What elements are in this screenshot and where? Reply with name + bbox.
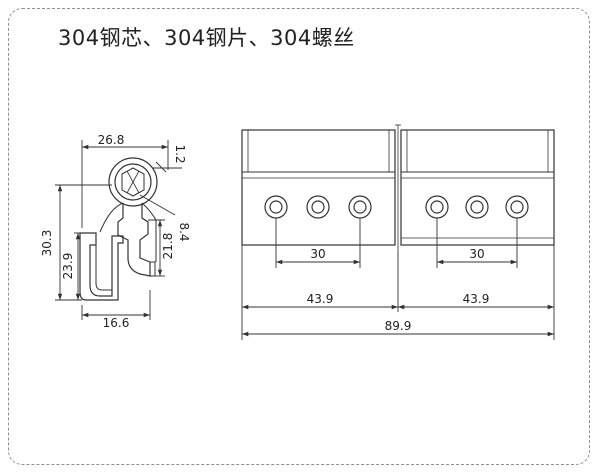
- dim-width-base: 16.6: [103, 316, 130, 330]
- dim-height-inner: 21.8: [161, 233, 175, 260]
- dim-width-top: 26.8: [98, 133, 125, 147]
- profile-stem: [117, 203, 151, 277]
- dim-overall-width: 89.9: [385, 319, 412, 333]
- dim-height-lower: 23.9: [61, 253, 75, 280]
- dim-leaf-width-right: 43.9: [463, 292, 490, 306]
- dim-leaf-width-left: 43.9: [307, 292, 334, 306]
- screw-holes-right: [425, 195, 529, 219]
- dashed-frame: [8, 8, 590, 465]
- profile-web: [99, 202, 124, 233]
- knuckle-outer: [108, 157, 158, 207]
- dim-hole-pitch-right: 30: [469, 247, 484, 261]
- profile-flange-right: [150, 261, 156, 277]
- dim-height-total: 30.3: [40, 230, 54, 257]
- side-dimensions: [55, 140, 182, 320]
- dim-pin-dia: 8.4: [177, 222, 191, 241]
- dim-thickness: 1.2: [173, 144, 187, 163]
- side-view: [79, 157, 158, 301]
- knuckle-inner: [114, 163, 152, 201]
- leaf-right: [400, 129, 555, 246]
- front-view: [241, 124, 555, 250]
- front-dimensions: [241, 218, 555, 340]
- dim-hole-pitch-left: 30: [310, 247, 325, 261]
- profile-leaf-left: [79, 232, 124, 301]
- pin-core: [121, 167, 145, 197]
- leaf-left: [241, 129, 396, 246]
- screw-holes-left: [264, 195, 372, 219]
- material-title: 304钢芯、304钢片、304螺丝: [58, 26, 355, 50]
